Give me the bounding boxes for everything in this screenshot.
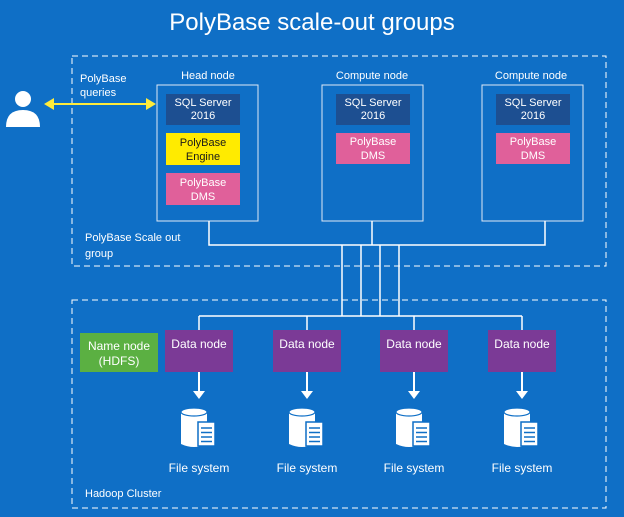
database-file-icon [288, 407, 324, 447]
scale-out-group-label-line1: PolyBase Scale out [85, 232, 180, 244]
compute-1-dms-line2: DMS [361, 150, 385, 162]
head-sql-server-box [166, 94, 240, 125]
head-dms-line1: PolyBase [180, 177, 226, 189]
compute-node-2-title: Compute node [495, 70, 567, 82]
compute-2-sql-line1: SQL Server [504, 97, 561, 109]
user-icon [6, 91, 40, 127]
data-node-box [488, 330, 556, 372]
queries-label-line2: queries [80, 87, 117, 99]
data-node-label: Data node [171, 337, 227, 351]
queries-label-line1: PolyBase [80, 73, 126, 85]
arrowhead [516, 391, 528, 399]
head-sql-line2: 2016 [191, 110, 215, 122]
data-node-label: Data node [494, 337, 550, 351]
arrowhead [301, 391, 313, 399]
head-node: Head node SQL Server 2016 PolyBase Engin… [156, 70, 259, 222]
compute-1-dms-box [336, 133, 410, 164]
name-node-line1: Name node [88, 339, 150, 353]
dms-connectors [198, 221, 546, 330]
head-dms-line2: DMS [191, 191, 215, 203]
data-node-box [165, 330, 233, 372]
compute-1-sql-line1: SQL Server [344, 97, 401, 109]
hadoop-cluster-container [71, 299, 607, 509]
compute-1-dms-line1: PolyBase [350, 136, 396, 148]
arrowhead [193, 391, 205, 399]
compute-node-1: Compute node SQL Server 2016 PolyBase DM… [321, 70, 424, 222]
scale-out-group-container [71, 55, 607, 267]
head-sql-line1: SQL Server [174, 97, 231, 109]
name-node-line2: (HDFS) [99, 354, 140, 368]
head-dms-box [166, 173, 240, 205]
database-file-icon [180, 407, 216, 447]
data-node-label: Data node [386, 337, 442, 351]
compute-node-2: Compute node SQL Server 2016 PolyBase DM… [481, 70, 584, 222]
compute-2-dms-line1: PolyBase [510, 136, 556, 148]
compute-1-sql-server-box [336, 94, 410, 125]
data-node-box [380, 330, 448, 372]
compute-2-sql-line2: 2016 [521, 110, 545, 122]
file-system-label: File system [384, 461, 445, 475]
diagram-title: PolyBase scale-out groups [169, 9, 455, 36]
polybase-engine-box [166, 133, 240, 165]
database-file-icon [395, 407, 431, 447]
name-node-box [80, 333, 158, 372]
database-file-icon [503, 407, 539, 447]
file-system-label: File system [277, 461, 338, 475]
queries-arrow [44, 98, 156, 110]
hadoop-cluster-label: Hadoop Cluster [85, 488, 162, 500]
engine-line1: PolyBase [180, 137, 226, 149]
data-node-label: Data node [279, 337, 335, 351]
head-node-title: Head node [181, 70, 235, 82]
data-node-box [273, 330, 341, 372]
compute-node-1-title: Compute node [336, 70, 408, 82]
file-system-label: File system [169, 461, 230, 475]
compute-1-sql-line2: 2016 [361, 110, 385, 122]
compute-2-sql-server-box [496, 94, 570, 125]
file-system-label: File system [492, 461, 553, 475]
compute-2-dms-line2: DMS [521, 150, 545, 162]
scale-out-group-label-line2: group [85, 248, 113, 260]
compute-2-dms-box [496, 133, 570, 164]
engine-line2: Engine [186, 151, 220, 163]
arrowhead [408, 391, 420, 399]
